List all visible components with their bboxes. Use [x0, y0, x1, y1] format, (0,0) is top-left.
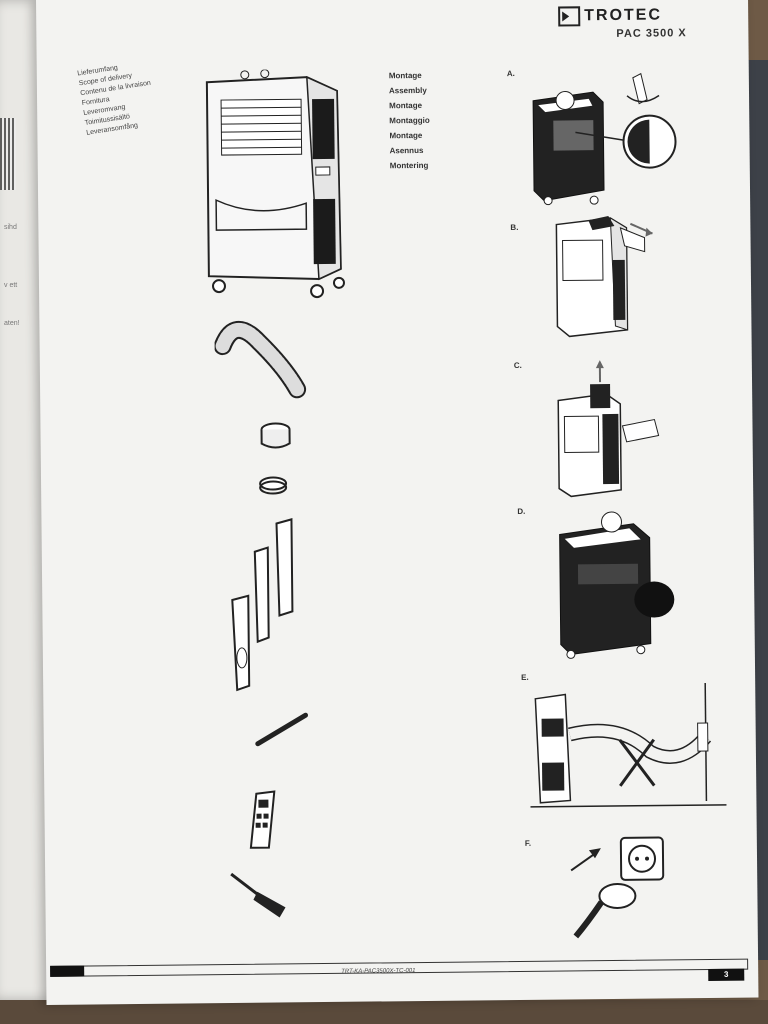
step-label-b: B. [510, 222, 519, 233]
qr-code-icon [0, 118, 16, 190]
assembly-label: Montage [389, 100, 423, 111]
page-number: 3 [708, 968, 745, 982]
left-page-snippet: v ett [4, 282, 18, 289]
step-e-illustration [530, 683, 727, 808]
assembly-label: Montage [389, 130, 423, 141]
assembly-label: Assembly [388, 85, 427, 96]
brand-header: TROTEC [558, 5, 663, 27]
step-c-illustration [557, 360, 660, 498]
manual-page: TROTEC PAC 3500 X Lieferumfang Scope of … [36, 0, 759, 1005]
brand-name: TROTEC [584, 6, 663, 25]
step-label-c: C. [513, 360, 522, 371]
scope-of-delivery-list: Lieferumfang Scope of delivery Contenu d… [77, 59, 158, 139]
assembly-label: Montage [388, 70, 422, 81]
step-b-illustration [555, 216, 653, 338]
window-slider-kit-illustration [231, 518, 294, 692]
trotec-logo-icon [558, 6, 581, 27]
assembly-label: Montaggio [389, 115, 430, 126]
left-page-snippet: sihd [4, 224, 17, 231]
step-d-illustration [559, 511, 675, 659]
step-label-a: A. [506, 68, 515, 79]
assembly-label: Asennus [389, 145, 424, 156]
assembly-list: Montage Assembly Montage Montaggio Monta… [389, 68, 431, 173]
step-label-e: E. [521, 672, 529, 682]
hose-connector-illustration [260, 422, 291, 449]
step-label-d: D. [517, 506, 526, 516]
footer-marker [50, 965, 85, 977]
screwdriver-icon [230, 872, 286, 918]
step-a-illustration [532, 72, 677, 206]
air-conditioner-illustration [205, 69, 345, 299]
document-code: TRT-KA-PAC3500X-TC-001 [341, 968, 416, 975]
remote-control-illustration [249, 790, 276, 849]
model-name: PAC 3500 X [616, 27, 687, 40]
drain-hose-illustration [255, 712, 309, 747]
window-adapter-ring-illustration [259, 476, 288, 495]
step-f-illustration [570, 836, 665, 939]
assembly-label: Montering [389, 160, 429, 171]
step-label-f: F. [524, 838, 532, 848]
exhaust-hose-illustration [214, 320, 307, 399]
left-page-snippet: aten! [4, 320, 20, 327]
